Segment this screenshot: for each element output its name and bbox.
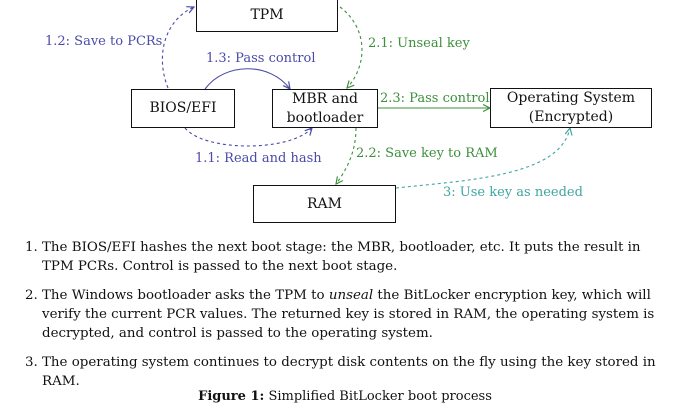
node-mbr: MBR and bootloader [272,89,378,128]
node-mbr-label-2: bootloader [286,109,364,126]
step-emphasis: unseal [328,288,374,303]
figure-caption: Figure 1: Simplified BitLocker boot proc… [0,390,690,404]
node-ram: RAM [253,185,396,223]
steps-list: The BIOS/EFI hashes the next boot stage:… [0,238,670,401]
node-bios-label: BIOS/EFI [149,100,217,116]
step-item: The operating system continues to decryp… [42,353,670,391]
label-pass-control-2: 2.3: Pass control [380,91,490,106]
node-os-label-1: Operating System [506,90,636,106]
node-tpm: TPM [196,0,338,32]
caption-text: Simplified BitLocker boot process [268,389,492,404]
label-unseal: 2.1: Unseal key [368,36,470,51]
caption-label: Figure 1: [198,389,265,404]
edge-read-hash [184,128,312,147]
step-text-after: the BitLocker encryption key, which will… [42,288,655,341]
step-item: The BIOS/EFI hashes the next boot stage:… [42,238,670,276]
step-text: The operating system continues to decryp… [42,355,656,389]
node-ram-label: RAM [307,195,342,212]
step-text-before: The Windows bootloader asks the TPM to [42,288,329,303]
label-pass-control-1: 1.3: Pass control [206,51,316,66]
node-tpm-label: TPM [250,6,284,23]
label-read-hash: 1.1: Read and hash [195,151,322,166]
edge-save-pcrs [161,7,194,89]
node-os-label-2: (Encrypted) [528,109,614,125]
node-bios: BIOS/EFI [131,89,235,128]
step-text: The BIOS/EFI hashes the next boot stage:… [42,240,641,274]
node-os: Operating System (Encrypted) [490,88,652,128]
edge-pass-control-1 [204,68,290,89]
edge-use-key [395,128,570,189]
boot-flow-diagram [161,0,690,189]
label-save-ram: 2.2: Save key to RAM [356,146,498,161]
label-save-pcrs: 1.2: Save to PCRs [45,34,163,49]
edge-unseal [339,6,363,88]
edge-save-ram [336,127,357,184]
node-mbr-label-1: MBR and [292,90,358,107]
step-item: The Windows bootloader asks the TPM to u… [42,286,670,343]
label-use-key: 3: Use key as needed [443,185,583,200]
